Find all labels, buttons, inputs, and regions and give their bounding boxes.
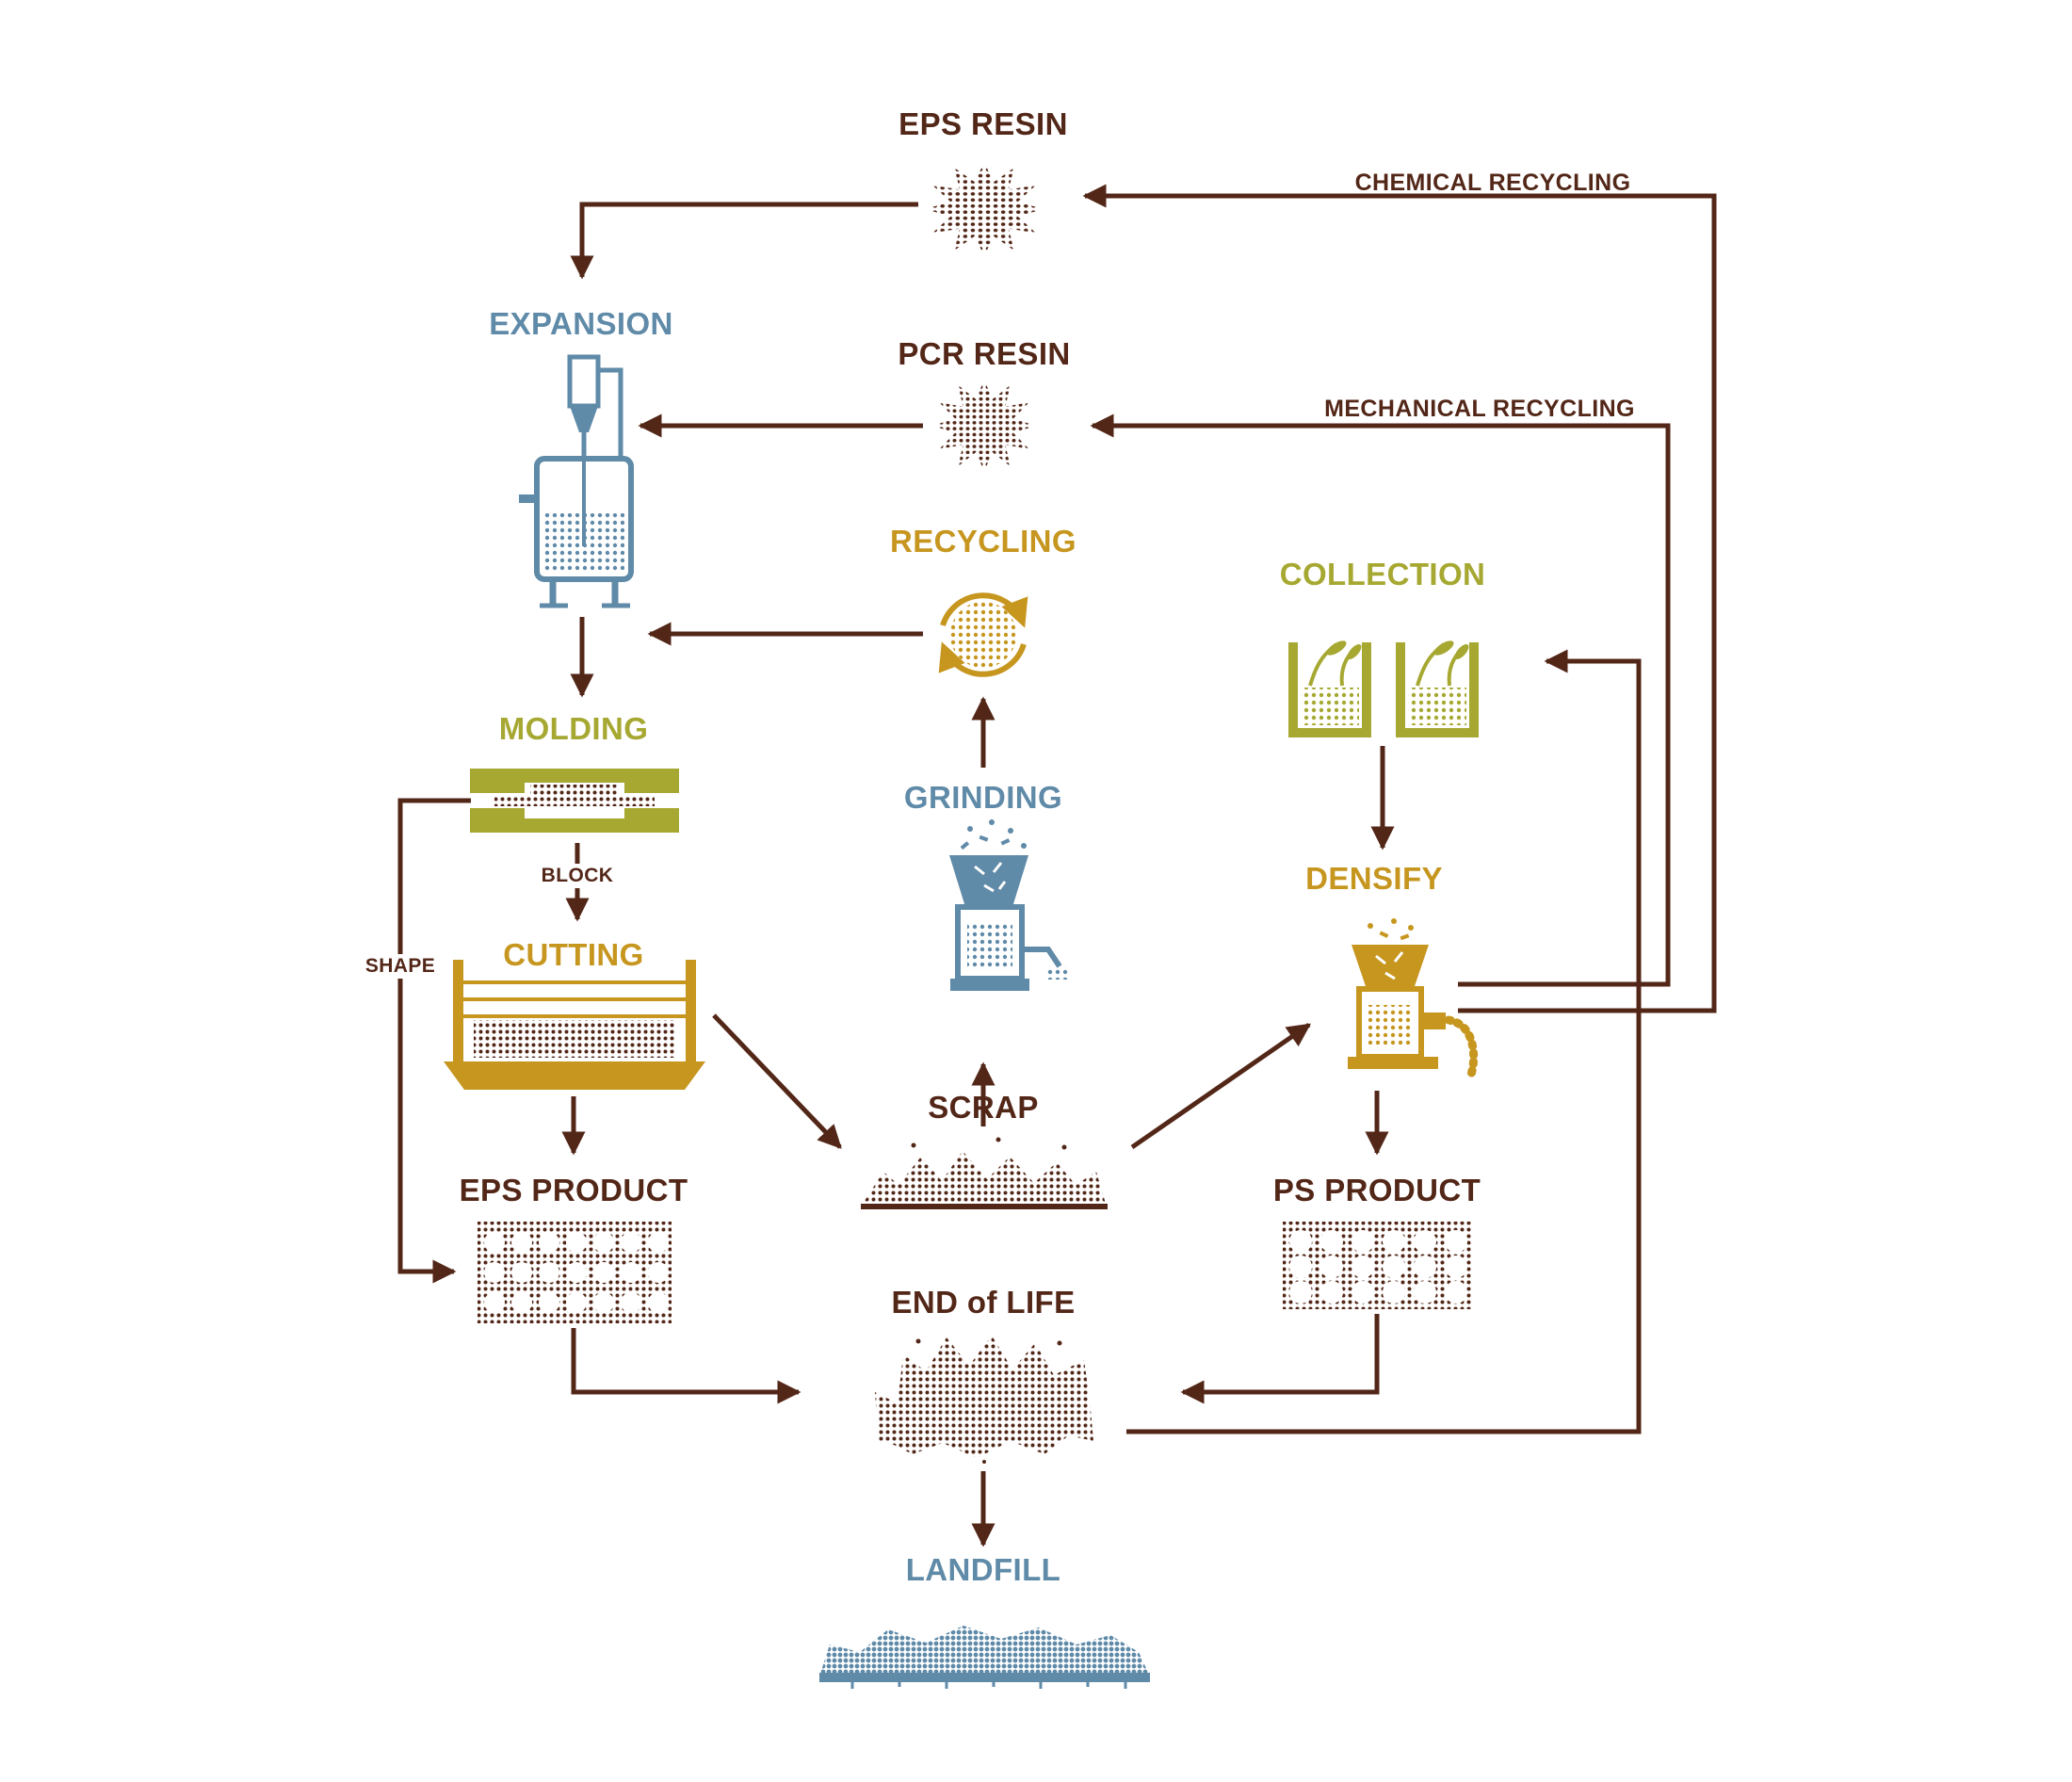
- arrow-densify-to-mechanical-recycling-to-pcrresin: [1090, 413, 1671, 987]
- pcr-resin-starburst-icon: [928, 375, 1041, 481]
- landfill-mound-icon: [815, 1590, 1154, 1693]
- expansion-machine-icon: [513, 353, 655, 617]
- arrow-scrap-to-densify: [1130, 1022, 1312, 1150]
- cutting-table-icon: [438, 956, 711, 1097]
- label-chemical-recycling: CHEMICAL RECYCLING: [1354, 170, 1631, 196]
- label-recycling: RECYCLING: [890, 524, 1076, 559]
- arrow-epsproduct-to-endoflife: [571, 1328, 801, 1404]
- label-scrap: SCRAP: [928, 1090, 1039, 1125]
- arrow-densify-to-chemical-recycling-to-epsresin: [1082, 184, 1717, 1013]
- label-expansion: EXPANSION: [489, 306, 673, 341]
- label-end-of-life: END of LIFE: [891, 1285, 1076, 1320]
- scrap-pile-icon: [857, 1130, 1111, 1220]
- arrow-epsresin-to-expansion: [570, 202, 918, 280]
- densify-machine-icon: [1314, 918, 1516, 1097]
- label-block: BLOCK: [532, 864, 623, 888]
- ps-product-foam-icon: [1281, 1220, 1474, 1316]
- arrow-endoflife-to-collection: [1126, 649, 1642, 1434]
- eps-resin-starburst-icon: [918, 155, 1050, 268]
- label-eps-resin: EPS RESIN: [898, 106, 1068, 141]
- label-collection: COLLECTION: [1279, 557, 1486, 591]
- arrow-psproduct-to-endoflife: [1180, 1314, 1380, 1404]
- molding-mold-plates-icon: [466, 763, 683, 843]
- collection-bins-icon: [1286, 603, 1483, 744]
- label-molding: MOLDING: [498, 711, 649, 746]
- label-shape: SHAPE: [356, 954, 445, 979]
- arrow-cutting-to-scrap: [712, 1013, 842, 1149]
- label-densify: DENSIFY: [1305, 861, 1443, 896]
- eps-product-foam-icon: [476, 1220, 673, 1330]
- recycling-circular-arrows-icon: [927, 578, 1040, 694]
- label-pcr-resin: PCR RESIN: [898, 336, 1071, 371]
- grinding-machine-icon: [918, 818, 1074, 1025]
- label-eps-product: EPS PRODUCT: [459, 1173, 688, 1207]
- label-cutting: CUTTING: [503, 937, 644, 972]
- label-landfill: LANDFILL: [905, 1552, 1061, 1587]
- label-mechanical-recycling: MECHANICAL RECYCLING: [1324, 396, 1635, 422]
- label-ps-product: PS PRODUCT: [1272, 1173, 1481, 1207]
- arrow-molding-shape-to-epsproduct: [397, 798, 471, 1284]
- label-grinding: GRINDING: [903, 780, 1063, 815]
- end-of-life-waste-pile-icon: [871, 1330, 1097, 1468]
